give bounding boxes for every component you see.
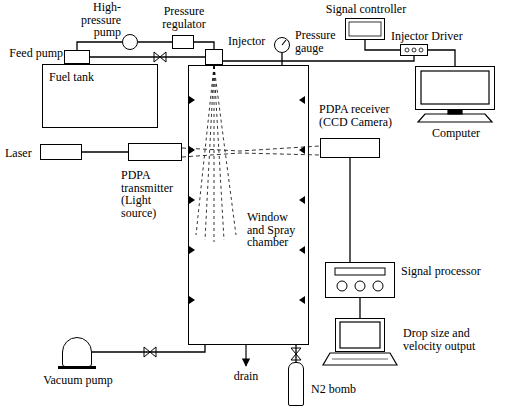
gauge-needle <box>282 40 286 45</box>
node-label: PDPA transmitter (Light source) <box>121 169 187 219</box>
feed-pump-box: Feed pump <box>64 50 90 64</box>
pipe-connector <box>223 56 414 61</box>
valve-symbol <box>144 52 301 360</box>
pipe-connector <box>359 298 360 318</box>
pipe-connector <box>281 53 282 65</box>
laser-beam <box>182 146 320 157</box>
pipe-connector <box>295 345 296 362</box>
node-label: Window and Spray chamber <box>247 211 303 249</box>
pipe-connector <box>77 42 122 50</box>
injector-box: Injector <box>205 49 223 65</box>
laptop-screen: Drop size and velocity output <box>335 318 385 352</box>
spray-cone <box>196 66 236 242</box>
pipe-connector <box>428 50 455 66</box>
drain-arrow <box>245 345 246 366</box>
pipe-connector <box>349 158 350 262</box>
driver-box: Injector Driver <box>400 44 428 56</box>
monitor-screen <box>349 22 381 36</box>
computer-icon <box>418 71 492 122</box>
node-label: Signal controller <box>316 3 416 16</box>
regulator-box: Pressure regulator <box>172 35 194 49</box>
node-label: Pressure regulator <box>151 5 217 30</box>
computer-monitor: Computer <box>415 66 495 110</box>
node-label: Computer <box>416 127 496 140</box>
node-label: Fuel tank <box>49 71 119 84</box>
pipe-connector <box>194 42 214 49</box>
pipe-connector <box>90 56 205 57</box>
node-label: Pressure gauge <box>295 29 345 54</box>
node-label: High- pressure pump <box>59 1 121 39</box>
node-label: Signal processor <box>401 265 497 278</box>
processor-box: Signal processor <box>325 262 395 298</box>
node-label: Injector Driver <box>391 30 483 43</box>
vacuum-pump: Vacuum pump <box>62 337 92 367</box>
free-label: drain <box>224 370 268 383</box>
pipe-connector <box>82 151 128 152</box>
receiver-box: PDPA receiver (CCD Camera) <box>320 138 380 158</box>
node-label: Vacuum pump <box>38 374 118 387</box>
node-label: Injector <box>228 35 274 48</box>
controller-monitor: Signal controller <box>345 18 385 40</box>
driver-knob <box>405 48 423 52</box>
spray-chamber: Window and Spray chamber <box>188 65 309 345</box>
node-label: PDPA receiver (CCD Camera) <box>319 103 419 128</box>
pipe-connector <box>138 41 172 42</box>
gas-cylinder: N2 bomb <box>288 362 304 406</box>
node-label: Feed pump <box>5 47 63 60</box>
transmitter-box: PDPA transmitter (Light source) <box>128 143 182 161</box>
chamber-window <box>189 96 305 304</box>
pump-circle: High- pressure pump <box>122 34 138 50</box>
fuel-tank: Fuel tank <box>42 64 158 128</box>
node-label: N2 bomb <box>311 383 371 396</box>
processor-panel <box>335 268 385 291</box>
node-label: Laser <box>5 147 39 160</box>
pipe-connector <box>92 345 205 352</box>
laser-box: Laser <box>40 144 82 160</box>
gauge-circle: Pressure gauge <box>274 37 290 53</box>
node-label: Drop size and velocity output <box>403 327 503 352</box>
